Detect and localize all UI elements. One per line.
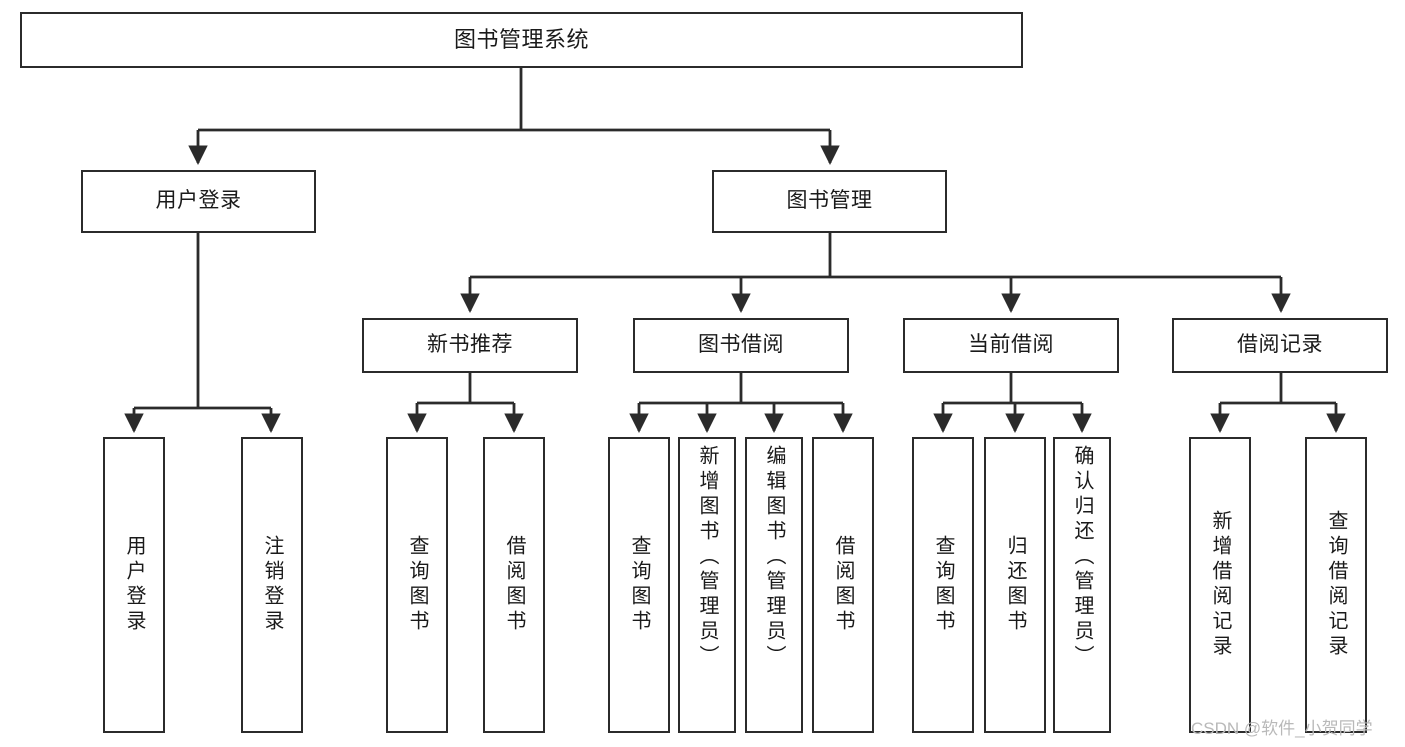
node-new-book-recommend-label: 新书推荐: [427, 333, 513, 357]
node-leaf-user-login[interactable]: 用户登录: [103, 437, 165, 733]
node-book-manage-label: 图书管理: [786, 189, 873, 213]
node-leaf-borrow-book-2-label: 借阅图书: [832, 535, 854, 635]
node-leaf-borrow-book-2[interactable]: 借阅图书: [812, 437, 874, 733]
node-leaf-query-book-2[interactable]: 查询图书: [608, 437, 670, 733]
node-leaf-add-book[interactable]: 新增图书（管理员）: [678, 437, 736, 733]
node-leaf-return-book-label: 归还图书: [1004, 535, 1026, 635]
node-book-borrow[interactable]: 图书借阅: [633, 318, 849, 373]
watermark-text: CSDN @软件_小贺同学: [1191, 719, 1373, 738]
node-leaf-query-book-1[interactable]: 查询图书: [386, 437, 448, 733]
node-current-borrow[interactable]: 当前借阅: [903, 318, 1119, 373]
node-current-borrow-label: 当前借阅: [968, 333, 1054, 357]
node-leaf-logout-label: 注销登录: [261, 535, 283, 635]
node-leaf-user-login-label: 用户登录: [123, 535, 145, 635]
node-leaf-edit-book[interactable]: 编辑图书（管理员）: [745, 437, 803, 733]
node-leaf-query-record[interactable]: 查询借阅记录: [1305, 437, 1367, 733]
node-leaf-logout[interactable]: 注销登录: [241, 437, 303, 733]
node-root-label: 图书管理系统: [453, 27, 589, 53]
node-leaf-edit-book-label: 编辑图书（管理员）: [763, 445, 785, 670]
node-book-borrow-label: 图书借阅: [698, 333, 784, 357]
node-user-login[interactable]: 用户登录: [81, 170, 316, 233]
node-leaf-query-book-1-label: 查询图书: [406, 535, 428, 635]
node-leaf-add-record[interactable]: 新增借阅记录: [1189, 437, 1251, 733]
node-leaf-confirm-return[interactable]: 确认归还（管理员）: [1053, 437, 1111, 733]
node-leaf-add-book-label: 新增图书（管理员）: [696, 445, 718, 670]
node-leaf-return-book[interactable]: 归还图书: [984, 437, 1046, 733]
node-leaf-borrow-book-1-label: 借阅图书: [503, 535, 525, 635]
node-root[interactable]: 图书管理系统: [20, 12, 1023, 68]
node-new-book-recommend[interactable]: 新书推荐: [362, 318, 578, 373]
node-leaf-query-record-label: 查询借阅记录: [1325, 510, 1347, 660]
node-book-manage[interactable]: 图书管理: [712, 170, 947, 233]
node-user-login-label: 用户登录: [155, 189, 242, 213]
node-borrow-record-label: 借阅记录: [1237, 333, 1323, 357]
node-leaf-add-record-label: 新增借阅记录: [1209, 510, 1231, 660]
node-leaf-borrow-book-1[interactable]: 借阅图书: [483, 437, 545, 733]
node-leaf-confirm-return-label: 确认归还（管理员）: [1071, 445, 1093, 670]
node-leaf-query-book-3-label: 查询图书: [932, 535, 954, 635]
node-borrow-record[interactable]: 借阅记录: [1172, 318, 1388, 373]
node-leaf-query-book-3[interactable]: 查询图书: [912, 437, 974, 733]
node-leaf-query-book-2-label: 查询图书: [628, 535, 650, 635]
